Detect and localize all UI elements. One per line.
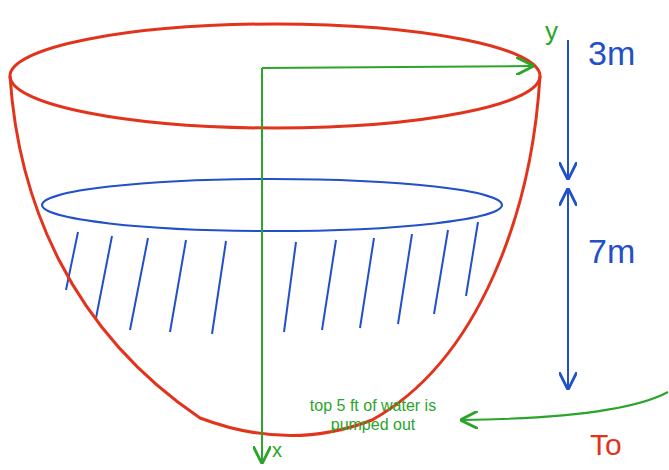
- tank-rim: [10, 24, 540, 128]
- dimension-arrow: [567, 190, 569, 388]
- leader-arrow: [462, 392, 668, 420]
- x-axis: [261, 68, 263, 462]
- y-axis: [262, 66, 532, 68]
- note: top 5 ft of water is pumped out: [298, 396, 448, 434]
- water-surface: [42, 179, 502, 231]
- dimension-arrow: [567, 40, 569, 178]
- axis-label: y: [545, 18, 558, 44]
- dimension-label: 3m: [588, 36, 635, 70]
- note: To: [590, 430, 622, 460]
- axis-label: x: [272, 440, 282, 460]
- water-hatching: [66, 222, 478, 334]
- tank-wall: [10, 76, 540, 436]
- dimension-label: 7m: [588, 234, 635, 268]
